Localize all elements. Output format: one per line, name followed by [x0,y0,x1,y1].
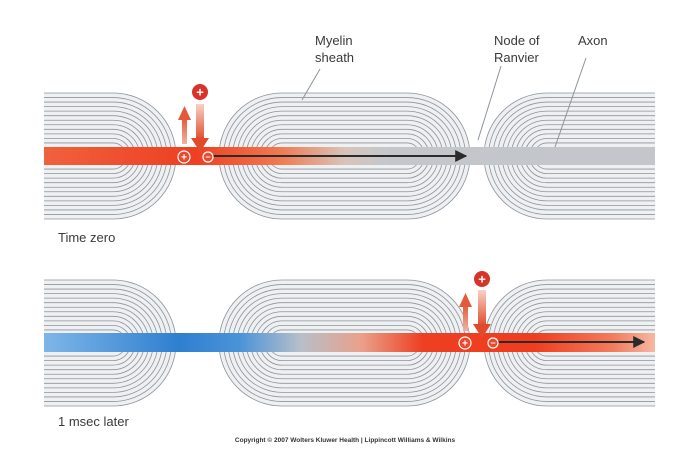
svg-text:−: − [205,152,210,162]
myelin-callout-line [301,68,321,101]
node-label-line1: Node of [494,33,540,48]
svg-text:+: + [478,272,486,287]
axon-label: Axon [578,33,608,48]
bottom-sodium-ion: + [474,271,490,287]
top-panel: + + − Myelin sheath Node of Ranvier Axon… [44,33,655,245]
svg-text:+: + [181,153,187,164]
bottom-ion-inflow-arrow [473,290,491,338]
bottom-ion-outflow-arrow [459,293,472,331]
top-ion-inflow-arrow [191,104,209,152]
bottom-panel: + + − 1 msec later [44,271,655,429]
myelin-label-line2: sheath [315,50,354,65]
node-callout-line [477,65,502,141]
time-zero-label: Time zero [58,230,115,245]
bottom-axon-signal [44,333,655,352]
copyright-notice: Copyright © 2007 Wolters Kluwer Health |… [235,436,456,444]
top-plus-charge: + [177,150,191,164]
axon-callout-line [554,57,587,148]
top-ion-outflow-arrow [178,106,191,144]
svg-text:−: − [490,338,495,348]
svg-text:+: + [196,85,204,100]
node-label-line2: Ranvier [494,50,539,65]
bottom-minus-charge: − [487,337,499,349]
bottom-plus-charge: + [458,336,472,350]
svg-text:+: + [462,339,468,350]
myelin-label-line1: Myelin [315,33,353,48]
top-sodium-ion: + [192,84,208,100]
top-minus-charge: − [202,151,214,163]
later-label: 1 msec later [58,414,129,429]
